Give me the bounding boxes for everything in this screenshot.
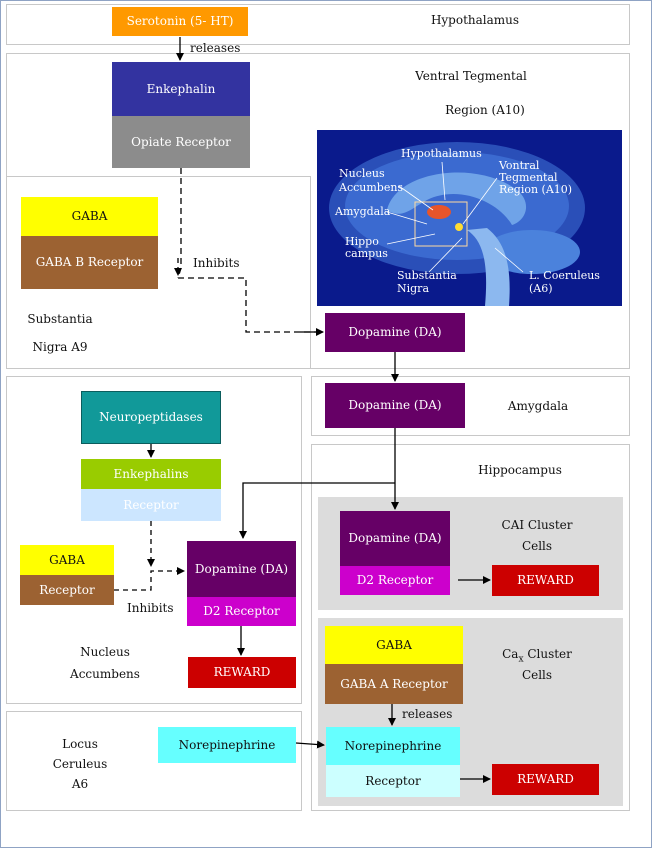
node-norepinephrine-lc: Norepinephrine [158,727,296,763]
edge-label-releases-top: releases [190,41,241,55]
node-gaba-a-receptor: GABA A Receptor [325,664,463,704]
edge-amygdala-na-dopamine [239,482,395,539]
brain-cerebellum [484,230,580,274]
brain-pointer-hypothalamus [441,161,446,201]
label-nucleus-accumbens-1: Nucleus [80,645,130,659]
brain-pointer-hippocampus [386,233,436,245]
brain-label-amygdala: Amygdala [335,205,391,218]
brain-label-substantia-nigra-1: Substantia [397,269,457,282]
brain-label-vta-3: Region (A10) [499,183,573,196]
node-reward-cai: REWARD [492,565,599,596]
node-dopamine-vta: Dopamine (DA) [325,313,465,352]
brain-label-locus-coeruleus-2: (A6) [529,282,553,295]
node-opiate-receptor: Opiate Receptor [112,116,250,168]
label-substantia-nigra-1: Substantia [27,312,93,326]
brain-label-locus-coeruleus-1: L. Coeruleus [529,269,600,282]
edge-opiate-inhibits [177,168,320,333]
node-gaba-na: GABA [20,545,114,575]
label-cax-line2: Cells [521,668,553,682]
edge-label-inhibits-na: Inhibits [127,601,174,615]
brain-pointer-locus-coeruleus [494,247,524,273]
edge-gaba-inhibits [114,567,185,591]
brain-label-hippocampus-2: campus [345,247,388,260]
region-hypothalamus [6,4,630,45]
brain-pointer-vta [462,177,498,225]
brain-illustration: Hypothalamus Nucleus Accumbens Vontral T… [317,130,622,306]
node-enkephalin: Enkephalin [112,62,250,116]
node-dopamine-amygdala: Dopamine (DA) [325,383,465,428]
brain-drawing [329,142,585,306]
label-cax-line1: Cax Cluster [502,647,572,665]
label-cai-line1: CAI Cluster [501,518,573,532]
brain-vta-marker [455,223,463,231]
label-locus-ceruleus-1: Locus [62,737,98,751]
brain-stem [467,228,510,306]
node-neuropeptidases: Neuropeptidases [81,391,221,444]
node-dopamine-cai: Dopamine (DA) [340,511,450,566]
node-d2-receptor-na: D2 Receptor [187,597,296,626]
brain-label-substantia-nigra-2: Nigra [397,282,430,295]
edge-norepinephrine-lc-cax [295,740,325,749]
label-vta-line1: Ventral Tegmental [415,69,527,83]
node-receptor-enkephalins: Receptor [81,489,221,521]
label-nucleus-accumbens-2: Accumbens [70,667,140,681]
brain-highlight-box [414,201,468,247]
label-cai-line2: Cells [521,539,553,553]
brain-pointer-amygdala [386,211,428,225]
brain-pointer-substantia-nigra [428,237,463,273]
label-locus-ceruleus-2: Ceruleus [52,757,108,771]
label-vta-line2: Region (A10) [445,103,525,117]
node-gaba-cax: GABA [325,626,463,664]
label-hippocampus: Hippocampus [478,463,562,477]
brain-label-hippocampus-1: Hippo [345,235,379,248]
brain-label-vta-2: Tegmental [499,171,558,184]
node-norepinephrine-cax: Norepinephrine [326,727,460,765]
node-dopamine-na: Dopamine (DA) [187,541,296,597]
label-locus-ceruleus-3: A6 [71,777,89,791]
node-serotonin: Serotonin (5- HT) [112,7,248,36]
brain-pointer-nucleus-accumbens [398,185,434,211]
node-reward-cax: REWARD [492,764,599,795]
brain-nucleus-accumbens-region [427,205,451,219]
node-enkephalins: Enkephalins [81,459,221,489]
node-reward-na: REWARD [188,657,296,688]
edge-label-inhibits-sn: Inhibits [193,256,240,270]
brain-label-vta-1: Vontral [499,159,540,172]
node-d2-receptor-cai: D2 Receptor [340,566,450,595]
label-hypothalamus: Hypothalamus [430,13,520,27]
node-receptor-cax: Receptor [326,765,460,797]
brain-label-nucleus-accumbens-2: Accumbens [339,181,404,194]
label-amygdala: Amygdala [507,399,569,413]
brain-label-nucleus-accumbens-1: Nucleus [339,167,385,180]
brain-label-hypothalamus: Hypothalamus [401,147,482,160]
node-receptor-na: Receptor [20,575,114,605]
edge-label-releases-cax: releases [402,707,453,721]
node-gaba-sn: GABA [21,197,158,236]
node-gaba-b-receptor: GABA B Receptor [21,236,158,289]
label-substantia-nigra-2: Nigra A9 [32,340,88,354]
